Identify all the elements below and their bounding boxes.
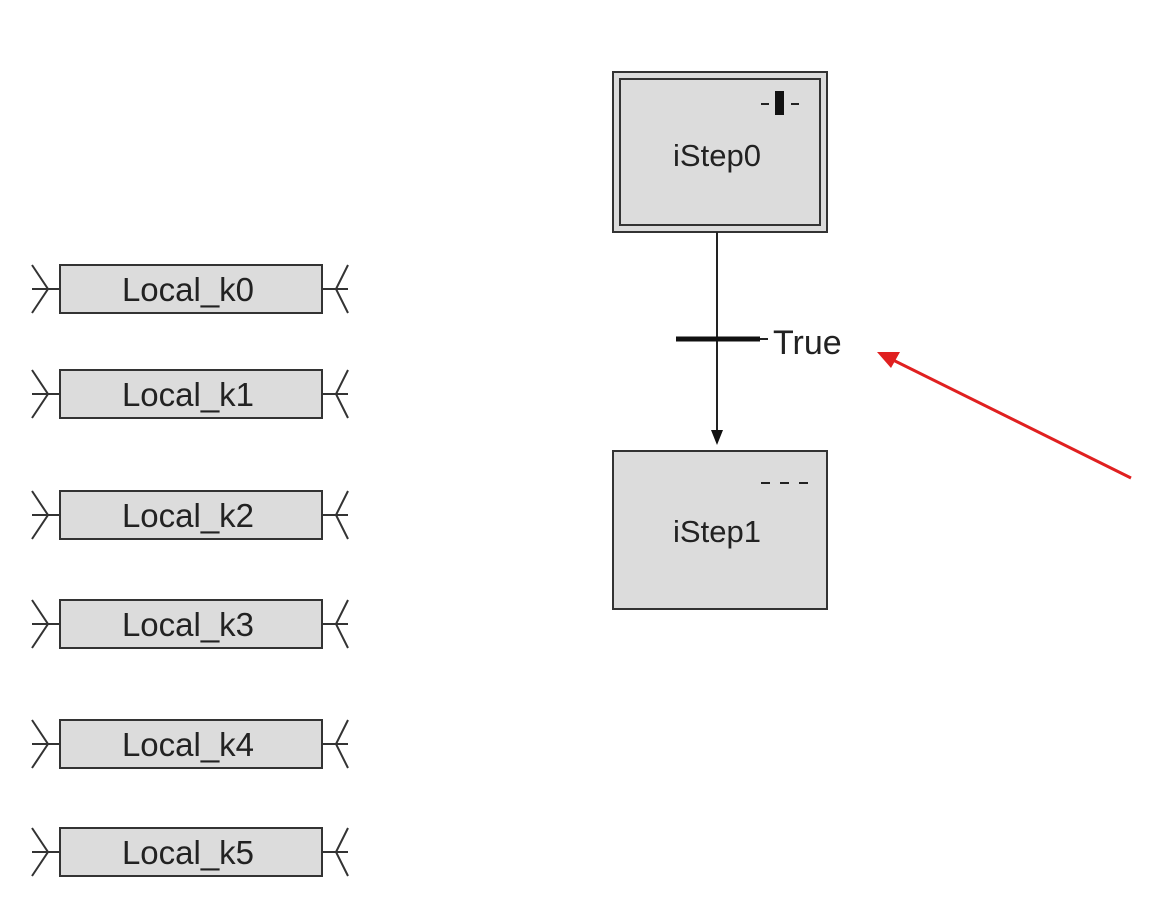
transition-true[interactable]: True [676,324,842,362]
connector-label: Local_k5 [122,834,254,871]
connector-local-k0[interactable]: Local_k0 [31,264,349,314]
connector-local-k5[interactable]: Local_k5 [31,827,349,877]
annotation-arrow-icon [877,352,1132,480]
connector-local-k2[interactable]: Local_k2 [31,490,349,540]
flow-arrow-icon [711,430,723,445]
step-label: iStep1 [673,514,761,549]
connector-local-k3[interactable]: Local_k3 [31,599,349,649]
connector-body [59,490,323,540]
initial-step-label: iStep0 [673,138,761,173]
connector-body [59,719,323,769]
connector-label: Local_k1 [122,376,254,413]
connector-label: Local_k0 [122,271,254,308]
connector-label: Local_k2 [122,497,254,534]
initial-step-istep0[interactable]: iStep0 [612,71,828,233]
connector-label: Local_k3 [122,606,254,643]
connector-list: Local_k0 Local_k1 Local_k2 Local_k3 [31,264,349,877]
connector-label: Local_k4 [122,726,254,763]
connector-local-k4[interactable]: Local_k4 [31,719,349,769]
step-border [612,450,828,610]
initial-step-outer-border [612,71,828,233]
connector-local-k1[interactable]: Local_k1 [31,369,349,419]
initial-step-marker-icon [761,91,799,115]
transition-condition: True [773,324,842,362]
initial-step-inner-border [619,78,821,226]
step-istep1[interactable]: iStep1 [612,450,828,610]
